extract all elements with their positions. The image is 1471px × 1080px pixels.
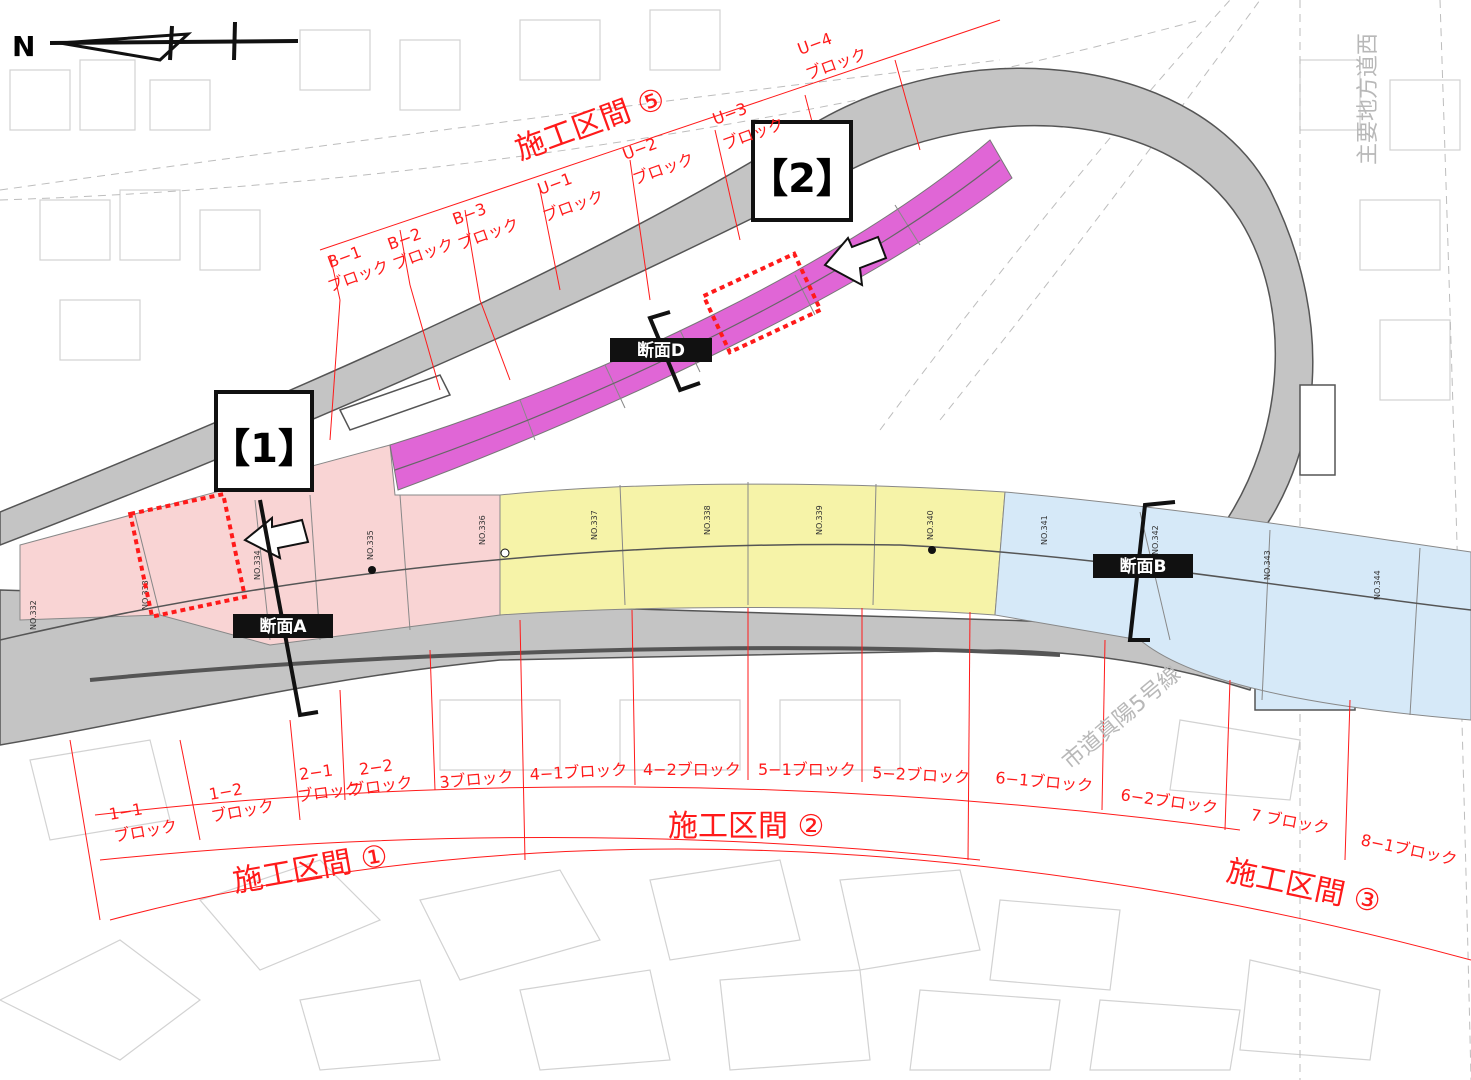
zone-title-3: 施工区間 ③: [1223, 854, 1383, 921]
median-strip: [89, 646, 1061, 682]
block-label: ブロック: [348, 772, 414, 800]
zone5-area: [389, 139, 1013, 491]
station-label: NO.343: [1263, 550, 1272, 580]
block-label: 2−1: [298, 760, 334, 784]
svg-text:【2】: 【2】: [748, 156, 856, 202]
callout-1: 【1】: [210, 390, 318, 492]
station-label: NO.337: [590, 510, 599, 540]
block-label: 5−1ブロック: [758, 760, 856, 779]
dimension-lines: [69, 19, 1471, 961]
section-cut-a: [258, 499, 319, 718]
block-label: 7 ブロック: [1249, 805, 1330, 837]
block-label: 1−1: [107, 799, 144, 824]
section-label-a: 断面A: [233, 614, 333, 638]
view-arrow-1: [243, 515, 310, 560]
north-arrow: N: [12, 21, 299, 63]
ramp-notch: [338, 374, 452, 431]
block-label: 1−2: [207, 779, 244, 804]
focus-box-1: [127, 491, 248, 619]
block-label: 4−2ブロック: [643, 760, 741, 779]
station-label: NO.344: [1373, 570, 1382, 600]
ramp-center-line: [394, 159, 1001, 471]
block-label: 6−2ブロック: [1119, 785, 1218, 817]
section-label-b: 断面B: [1093, 554, 1193, 578]
svg-text:【1】: 【1】: [210, 426, 318, 472]
block-label: 4−1ブロック: [529, 760, 628, 784]
block-label: 8−1ブロック: [1359, 830, 1459, 869]
zone3-area: [994, 491, 1471, 721]
center-line: [0, 543, 1471, 641]
station-label: NO.332: [29, 600, 38, 630]
callout-2: 【2】: [748, 120, 856, 222]
block-label: 6−1ブロック: [995, 768, 1094, 795]
block-label: B−3: [450, 199, 489, 229]
zone-title-2: 施工区間 ②: [668, 809, 824, 844]
station-label: NO.341: [1040, 515, 1049, 545]
north-label: N: [12, 30, 35, 63]
station-label: NO.342: [1151, 525, 1160, 555]
block-label: U−4: [795, 29, 835, 59]
structure-box: [1299, 384, 1336, 476]
view-arrow-2: [823, 235, 888, 287]
station-markers: [368, 546, 936, 574]
svg-text:断面A: 断面A: [259, 616, 307, 637]
station-label: NO.334: [253, 550, 262, 580]
station-label: NO.339: [815, 505, 824, 535]
block-label: U−2: [620, 134, 660, 164]
block-label: 2−2: [358, 755, 394, 779]
station-label: NO.338: [703, 505, 712, 535]
svg-text:断面B: 断面B: [1120, 556, 1167, 577]
building-outlines: [0, 9, 1461, 1071]
svg-text:断面D: 断面D: [637, 340, 685, 361]
prefectural-road-label: 主要地方道西: [1356, 33, 1381, 165]
city-road-label: 市道真陽5号線: [1058, 662, 1186, 775]
station-label: NO.335: [366, 530, 375, 560]
focus-box-2: [700, 251, 824, 355]
station-label: NO.336: [478, 515, 487, 545]
section-label-d: 断面D: [610, 338, 712, 362]
block-label: 5−2ブロック: [872, 763, 971, 787]
block-label: U−1: [535, 169, 575, 199]
station-label: NO.340: [926, 510, 935, 540]
